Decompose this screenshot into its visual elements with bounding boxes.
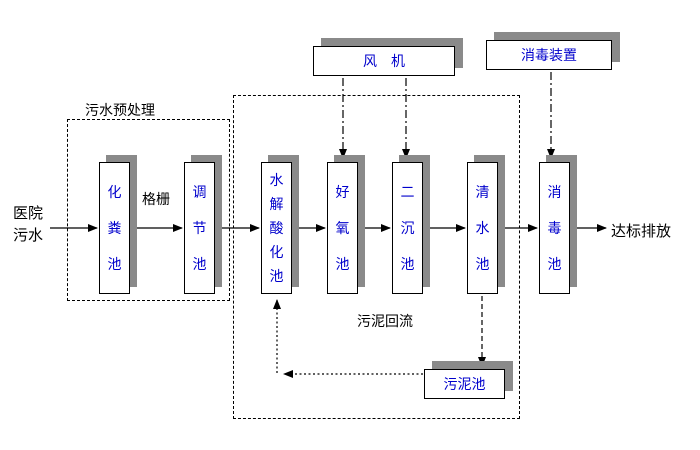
disinfection-tank-label: 消毒池 [539, 162, 570, 294]
influent-label: 医院 污水 [6, 203, 50, 247]
clear-water-tank: 清水池 [467, 155, 505, 294]
regulating-tank-label: 调节池 [184, 162, 215, 294]
hydrolysis-acidification-tank-label: 水解酸化池 [261, 162, 292, 294]
aerobic-tank-label: 好氧池 [327, 162, 358, 294]
aerobic-tank: 好氧池 [327, 155, 365, 294]
regulating-tank: 调节池 [184, 155, 222, 294]
fan-label: 风 机 [313, 46, 455, 76]
sludge-return-label: 污泥回流 [357, 313, 413, 329]
hydrolysis-acidification-tank: 水解酸化池 [261, 155, 299, 294]
fan-box: 风 机 [313, 38, 463, 76]
sludge-tank-label: 污泥池 [424, 369, 505, 399]
screen-label: 格栅 [142, 191, 170, 207]
disinfection-device-label: 消毒装置 [486, 40, 612, 70]
pretreatment-group-border [67, 119, 230, 301]
septic-tank: 化粪池 [99, 155, 137, 294]
disinfection-device-box: 消毒装置 [486, 32, 620, 70]
clear-water-tank-label: 清水池 [467, 162, 498, 294]
secondary-sedimentation-tank-label: 二沉池 [392, 162, 423, 294]
influent-line-1: 医院 [12, 205, 43, 222]
pretreatment-group-label: 污水预处理 [85, 102, 155, 118]
sludge-tank-box: 污泥池 [424, 361, 513, 399]
influent-line-2: 污水 [12, 227, 43, 244]
septic-tank-label: 化粪池 [99, 162, 130, 294]
biological-treatment-group-border [233, 95, 520, 419]
disinfection-tank: 消毒池 [539, 155, 577, 294]
effluent-label: 达标排放 [611, 223, 672, 240]
secondary-sedimentation-tank: 二沉池 [392, 155, 430, 294]
